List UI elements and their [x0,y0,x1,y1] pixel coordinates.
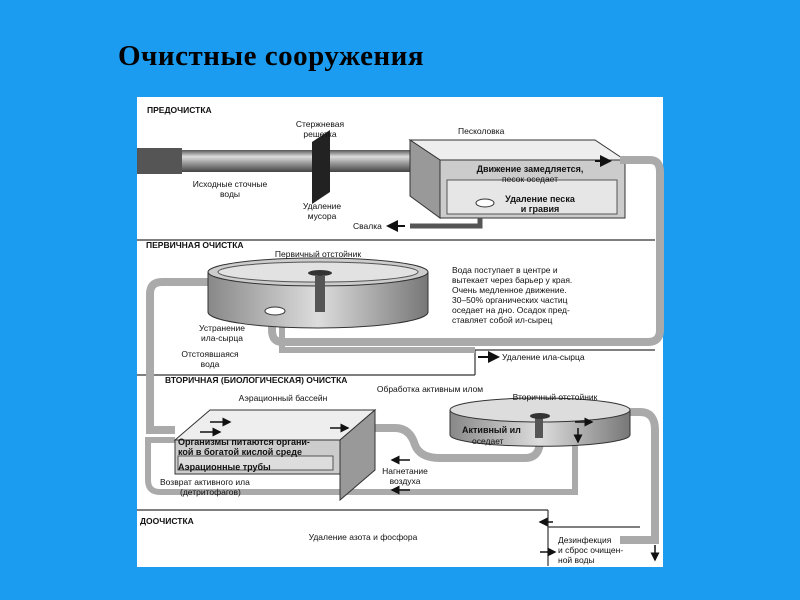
label-slow-motion-1: Движение замедляется, [477,164,584,174]
label-sand-removal-1: Удаление песка [505,194,576,204]
section-dividers [137,239,655,566]
label-settled-water-2: вода [201,359,220,369]
label-debris-1: Удаление [303,201,342,211]
flow-arrows [200,417,660,562]
label-secondary-tank: Вторичный отстойник [513,392,598,402]
label-organisms-2: кой в богатой кислой среде [178,447,302,457]
description-line: Вода поступает в центре и [452,265,558,275]
label-bar-screen-2: решетка [303,129,337,139]
settled-water-pipe [146,278,210,434]
water-pipe [268,156,664,346]
label-debris-2: мусора [308,211,337,221]
bar-screen-icon [312,130,330,204]
heading-pretreatment: ПРЕДОЧИСТКА [147,105,212,115]
return-sludge-pipe [145,437,578,495]
label-air-injection-1: Нагнетание [382,466,428,476]
primary-description: Вода поступает в центре и вытекает через… [452,265,572,325]
label-air-injection-2: воздуха [390,476,421,486]
pipe-end [137,148,182,174]
label-disinfection-3: ной воды [558,555,595,565]
label-sludge-settles-2: оседает [472,436,504,446]
description-line: 30–50% органических частиц [452,295,568,305]
outflow-pipe [620,408,659,544]
label-raw-sewage-1: Исходные сточные [193,179,268,189]
label-bar-screen-1: Стержневая [296,119,345,129]
description-line: оседает на дно. Осадок пред- [452,305,570,315]
label-primary-tank: Первичный отстойник [275,249,361,259]
label-organisms-1: Организмы питаются органи- [178,437,310,447]
label-settled-water-1: Отстоявшаяся [181,349,239,359]
label-sludge-elim-1: Устранение [199,323,245,333]
grit-chamber [408,139,627,229]
label-disinfection-2: и сброс очищен- [558,545,623,555]
label-sludge-removal: Удаление ила-сырца [502,352,585,362]
description-line: ставляет собой ил-сырец [452,315,552,325]
label-slow-motion-2: песок оседает [502,174,558,184]
label-sludge-settles-1: Активный ил [462,425,521,435]
label-landfill: Свалка [353,221,382,231]
label-nutrient-removal: Удаление азота и фосфора [309,532,418,542]
heading-primary: ПЕРВИЧНАЯ ОЧИСТКА [146,240,244,250]
label-aeration-basin: Аэрационный бассейн [239,393,328,403]
aeration-basin [173,408,377,502]
sludge-pipe [279,318,475,353]
description-line: вытекает через барьер у края. [452,275,572,285]
description-line: Очень медленное движение. [452,285,567,295]
label-aeration-pipes: Аэрационные трубы [178,462,271,472]
label-sludge-elim-2: ила-сырца [201,333,243,343]
transfer-pipe [375,424,544,462]
label-raw-sewage-2: воды [220,189,240,199]
label-disinfection-1: Дезинфекция [558,535,612,545]
label-sludge-return-2: (детритофагов) [180,487,241,497]
primary-clarifier [207,257,429,329]
label-grit-chamber: Песколовка [458,126,505,136]
heading-secondary: ВТОРИЧНАЯ (БИОЛОГИЧЕСКАЯ) ОЧИСТКА [165,375,347,385]
label-activated-sludge: Обработка активным илом [377,384,483,394]
inflow-pipe [137,150,437,172]
label-sludge-return-1: Возврат активного ила [160,477,250,487]
label-sand-removal-2: и гравия [521,204,560,214]
slide-title: Очистные сооружения [118,40,425,72]
heading-tertiary: ДООЧИСТКА [140,516,194,526]
